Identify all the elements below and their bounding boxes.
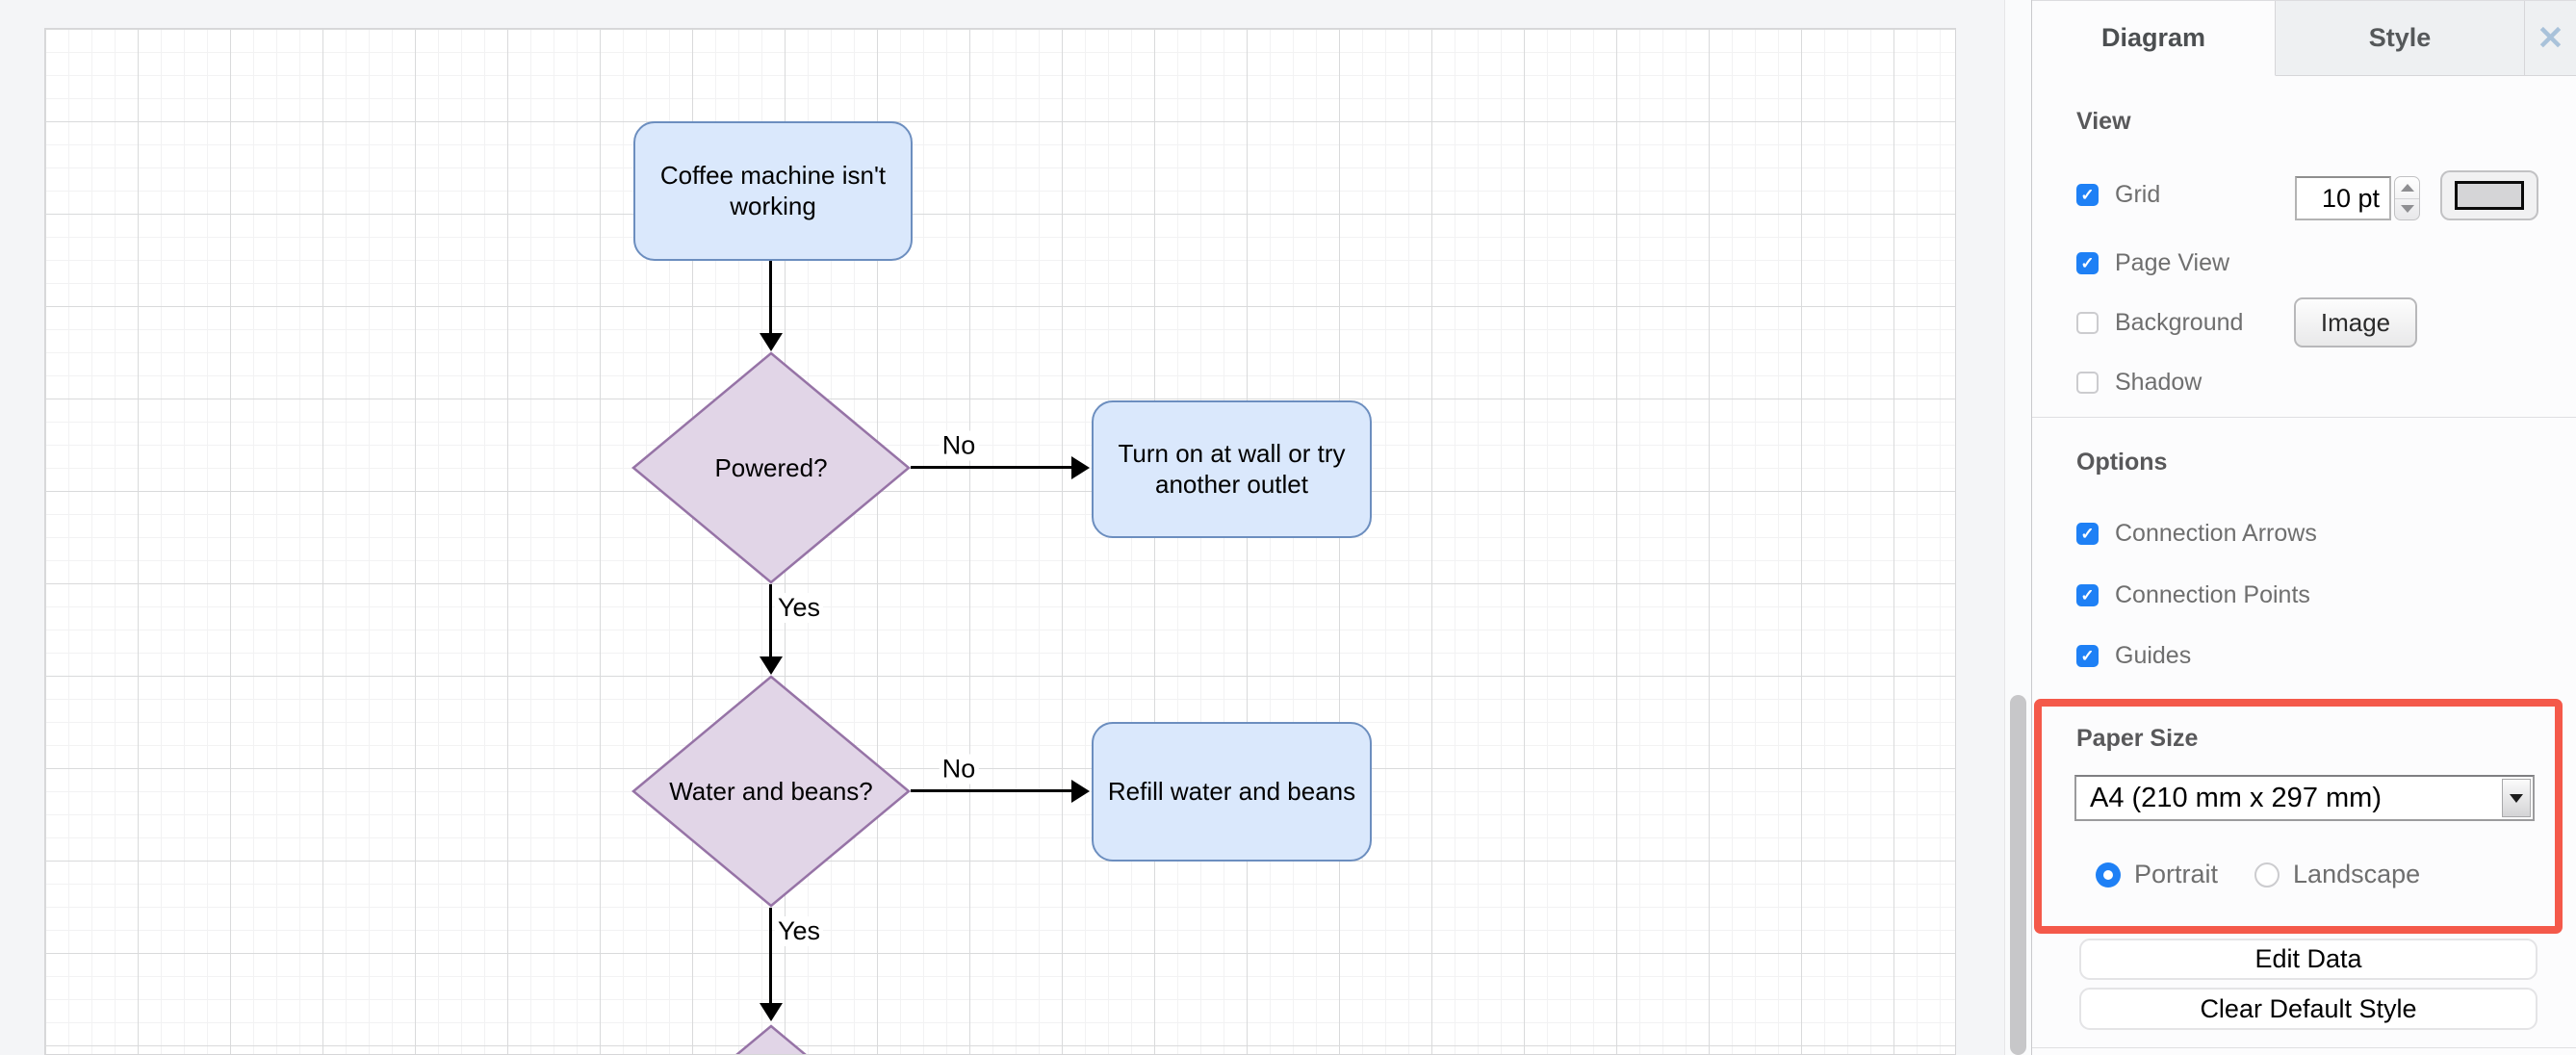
guides-label: Guides [2115,642,2192,669]
node-water-label: Water and beans? [669,776,873,806]
edge-label-yes-1[interactable]: Yes [775,593,824,623]
section-divider [2032,417,2576,418]
close-panel-button[interactable]: ✕ [2525,1,2576,76]
edit-data-button[interactable]: Edit Data [2079,939,2537,980]
connection-arrows-label: Connection Arrows [2115,520,2317,547]
portrait-radio[interactable] [2096,862,2121,888]
connection-points-row: Connection Points [2076,581,2310,609]
grid-color-button[interactable] [2440,170,2538,220]
clear-default-style-button[interactable]: Clear Default Style [2079,988,2537,1030]
connection-arrows-row: Connection Arrows [2076,520,2317,548]
view-section-heading: View [2076,108,2131,135]
orientation-radios: Portrait Landscape [2096,860,2457,889]
shadow-checkbox[interactable] [2076,372,2099,394]
edge-label-no-2[interactable]: No [939,754,979,785]
diamond-shape [631,351,911,584]
edge-water-next[interactable] [769,908,772,1004]
landscape-label: Landscape [2293,860,2421,888]
diamond-shape [735,1024,807,1054]
stepper-up-icon[interactable] [2395,177,2419,199]
node-next-partial[interactable] [631,1024,911,1054]
connection-arrows-checkbox[interactable] [2076,523,2099,545]
shadow-label: Shadow [2115,369,2202,396]
paper-size-select[interactable]: A4 (210 mm x 297 mm) [2074,775,2535,821]
guides-checkbox[interactable] [2076,645,2099,667]
node-outlet[interactable]: Turn on at wall or try another outlet [1092,400,1372,538]
grid-size-input[interactable] [2295,176,2391,220]
background-checkbox[interactable] [2076,312,2099,334]
tab-diagram[interactable]: Diagram [2032,1,2276,76]
node-refill[interactable]: Refill water and beans [1092,722,1372,862]
scrollbar-thumb[interactable] [2010,695,2026,1055]
node-refill-label: Refill water and beans [1107,776,1356,806]
arrowhead-right-icon [1071,456,1090,479]
node-start[interactable]: Coffee machine isn't working [633,121,913,261]
format-panel-tabs: Diagram Style ✕ [2032,0,2576,76]
grid-color-swatch [2455,181,2524,210]
connection-points-checkbox[interactable] [2076,584,2099,606]
node-start-label: Coffee machine isn't working [659,160,887,220]
canvas-page[interactable]: Coffee machine isn't working Powered? No… [44,28,1956,1055]
portrait-label: Portrait [2134,860,2219,888]
edge-label-yes-2[interactable]: Yes [775,916,824,946]
grid-size-stepper[interactable] [2394,176,2420,220]
options-section-heading: Options [2076,449,2168,476]
shadow-row: Shadow [2076,369,2202,397]
arrowhead-down-icon [760,1003,783,1021]
guides-row: Guides [2076,642,2191,670]
node-powered-label: Powered? [714,452,828,482]
tab-style[interactable]: Style [2276,1,2525,76]
edge-water-refill[interactable] [911,789,1072,792]
page-view-label: Page View [2115,249,2230,276]
arrowhead-down-icon [760,656,783,675]
grid-row: Grid [2076,181,2160,209]
background-label: Background [2115,309,2244,336]
background-image-button[interactable]: Image [2294,297,2417,347]
node-outlet-label: Turn on at wall or try another outlet [1118,438,1346,499]
canvas-area[interactable]: Coffee machine isn't working Powered? No… [0,0,2004,1055]
arrowhead-right-icon [1071,780,1090,803]
paper-size-value: A4 (210 mm x 297 mm) [2090,783,2382,813]
canvas-vertical-scrollbar[interactable] [2004,0,2031,1055]
format-panel: Diagram Style ✕ View Grid Page View Back… [2031,0,2576,1055]
edge-label-no-1[interactable]: No [939,430,979,461]
close-icon: ✕ [2537,19,2564,57]
section-divider [2032,1047,2576,1048]
chevron-down-icon [2510,793,2523,803]
edge-powered-water[interactable] [769,584,772,657]
dropdown-arrow-button[interactable] [2502,779,2531,817]
background-row: Background [2076,309,2243,337]
stepper-down-icon[interactable] [2395,199,2419,220]
page-view-checkbox[interactable] [2076,252,2099,274]
node-water[interactable]: Water and beans? [631,675,911,908]
node-powered[interactable]: Powered? [631,351,911,584]
arrowhead-down-icon [760,333,783,351]
edge-start-powered[interactable] [769,261,772,334]
diamond-shape [631,675,911,908]
landscape-radio[interactable] [2254,862,2280,888]
page-view-row: Page View [2076,249,2229,277]
connection-points-label: Connection Points [2115,581,2310,608]
paper-size-heading: Paper Size [2076,725,2199,752]
grid-checkbox[interactable] [2076,184,2099,206]
grid-label: Grid [2115,181,2161,208]
edge-powered-outlet[interactable] [911,466,1072,469]
